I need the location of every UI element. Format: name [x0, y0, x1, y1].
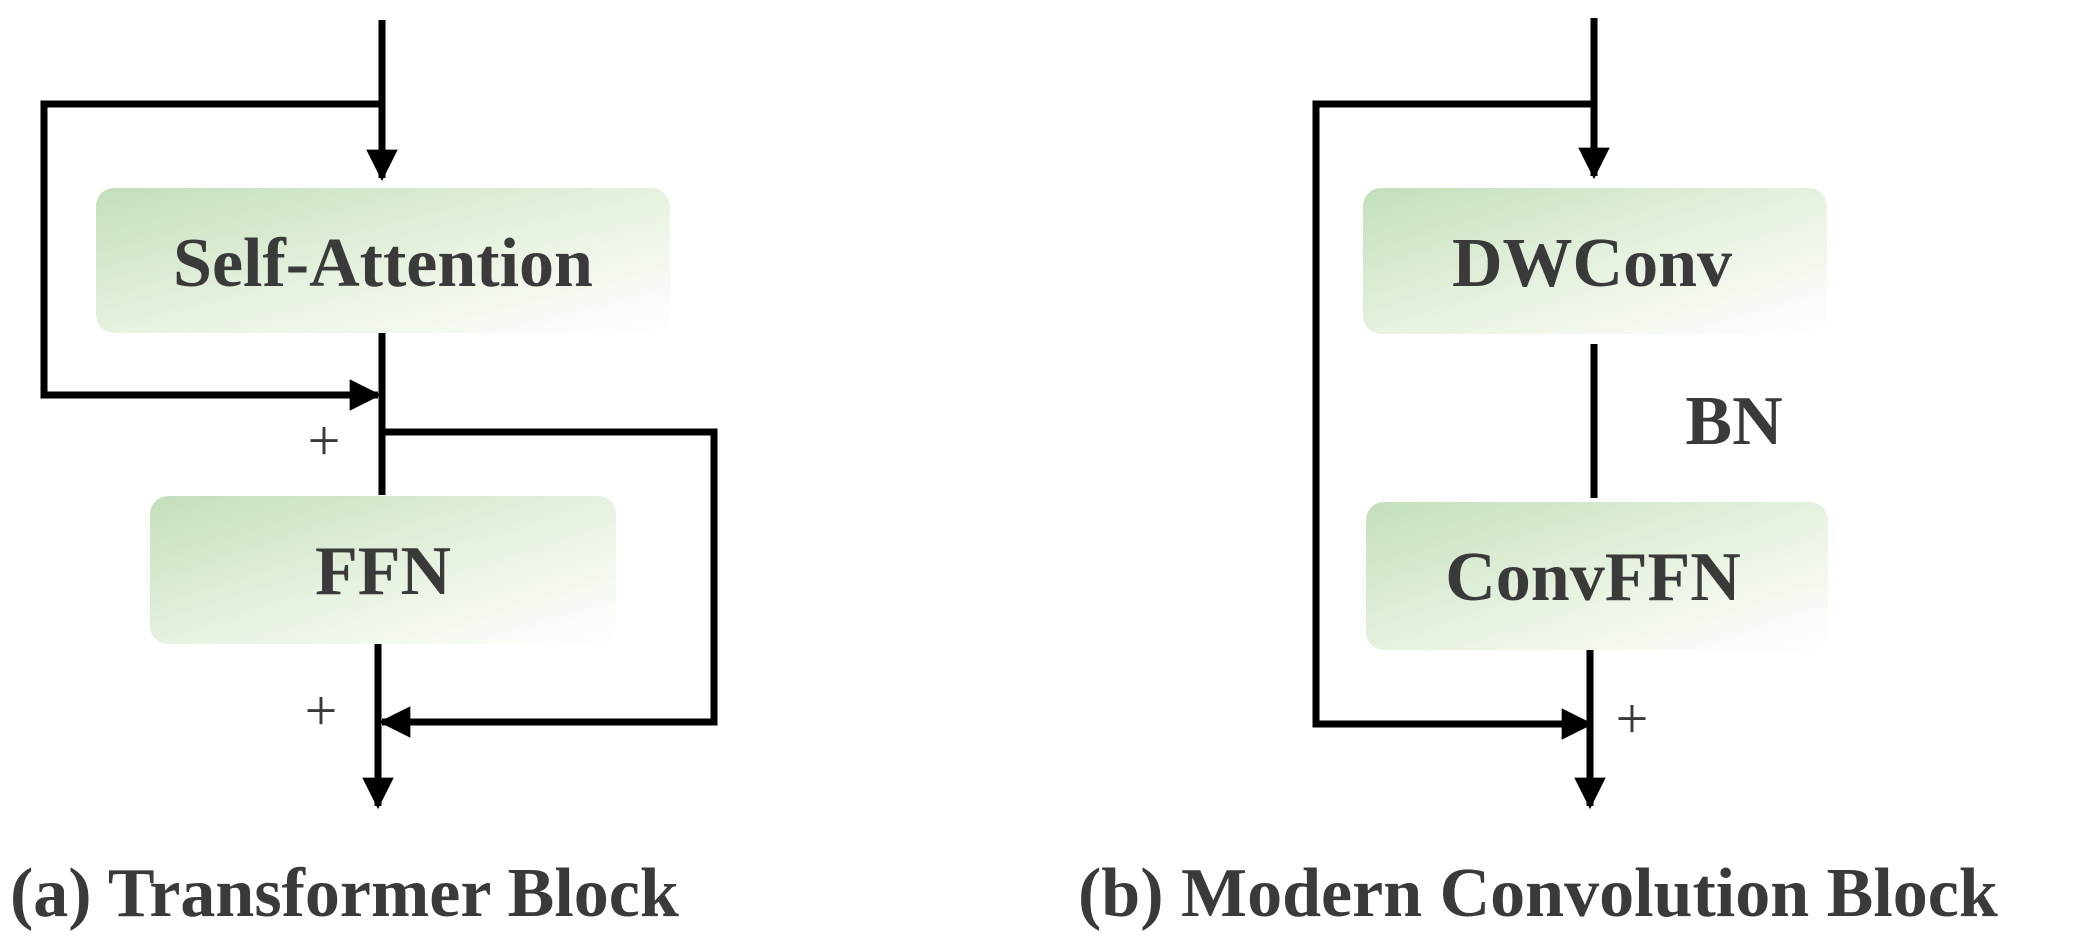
convffn-block — [1366, 502, 1828, 650]
dwconv-label: DWConv — [1452, 225, 1732, 302]
plus-sign-1: + — [308, 408, 341, 473]
panel-modern-convolution-block: DWConv BN ConvFFN + (b) Modern Convoluti… — [1078, 18, 1998, 932]
caption-b: (b) Modern Convolution Block — [1078, 855, 1998, 932]
plus-sign-2: + — [305, 678, 338, 743]
dwconv-block — [1363, 188, 1827, 334]
panel-transformer-block: Self-Attention + FFN + (a) Transformer B… — [10, 20, 718, 932]
self-attention-label: Self-Attention — [173, 225, 593, 302]
convffn-label: ConvFFN — [1445, 539, 1741, 616]
ffn-block — [150, 496, 616, 644]
ffn-label: FFN — [315, 533, 451, 610]
edge-skip-self-attention — [40, 100, 382, 411]
self-attention-block — [96, 188, 670, 333]
caption-a: (a) Transformer Block — [10, 855, 679, 932]
edge-skip-ffn — [378, 428, 718, 738]
bn-label: BN — [1685, 383, 1782, 460]
edge-skip-block — [1312, 100, 1594, 740]
plus-sign-3: + — [1616, 686, 1649, 751]
